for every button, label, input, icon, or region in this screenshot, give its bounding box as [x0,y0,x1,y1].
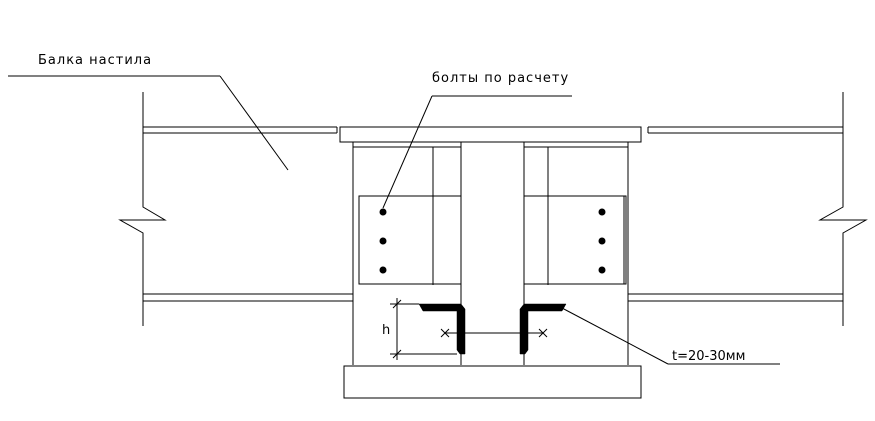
beam-leader: Балка настила [8,53,289,171]
left-break-line [118,92,167,326]
bolt [598,237,606,245]
base-plate [343,365,642,399]
thickness-label: t=20-30мм [672,349,745,364]
right-support-angle [519,303,567,355]
beam-label: Балка настила [38,53,152,68]
right-connection-plate [523,195,627,285]
top-cover-plate [339,126,642,143]
bolt [598,266,606,274]
left-support-angle [418,303,466,355]
height-dimension: h [382,298,457,360]
bolt [379,237,387,245]
left-connection-plate [358,195,462,285]
bolt-group-left [379,208,387,274]
bolt [598,208,606,216]
column [352,142,629,365]
bolts-leader: болты по расчету [382,71,572,209]
weld-marks [440,328,548,338]
bolts-label: болты по расчету [432,71,569,86]
bolt-group-right [598,208,606,274]
bolt [379,208,387,216]
thickness-leader: t=20-30мм [561,307,780,365]
bolt [379,266,387,274]
left-floor-beam [118,92,353,326]
height-label: h [382,323,390,338]
right-break-line [818,92,868,326]
right-floor-beam [628,92,868,326]
